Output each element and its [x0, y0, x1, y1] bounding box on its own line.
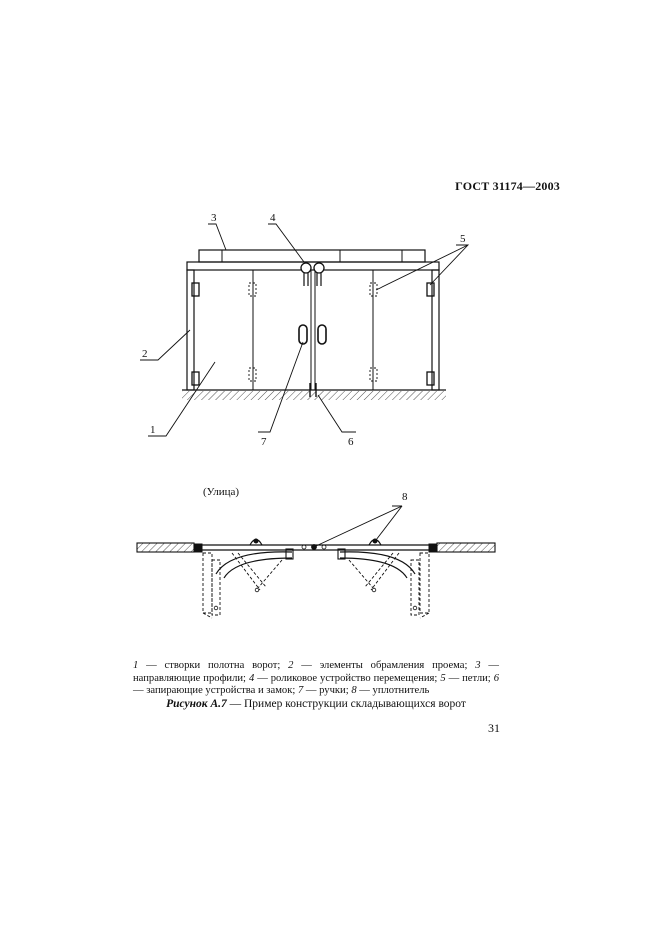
document-header: ГОСТ 31174—2003: [455, 179, 560, 193]
street-label: (Улица): [203, 486, 240, 498]
legend-text-6: — запирающие устройства и замок;: [133, 685, 298, 697]
legend-text-8: — уплотнитель: [356, 685, 430, 697]
handle: [298, 324, 308, 345]
legend-num-4: 4: [248, 672, 255, 684]
legend-text-5: — петли;: [445, 672, 494, 684]
callout-6: 6: [348, 436, 354, 448]
callout-5: 5: [460, 233, 466, 245]
legend-text-3: — направляющие профили;: [133, 660, 499, 684]
callout-8: 8: [402, 491, 408, 503]
wall-right: [436, 542, 496, 553]
figure-caption: Рисунок А.7 — Пример конструкции складыв…: [130, 698, 502, 710]
callout-4: 4: [270, 212, 276, 224]
legend-num-3: 3: [475, 660, 481, 671]
guide-profile: [198, 249, 426, 263]
ground-hatching: [182, 391, 446, 400]
hinge: [426, 282, 435, 297]
legend-text-1: — створки полотна ворот;: [138, 660, 289, 671]
roller: [313, 262, 325, 274]
frame-beam: [186, 261, 440, 271]
legend-num-2: 2: [288, 660, 294, 671]
legend-num-5: 5: [440, 672, 446, 684]
hinge: [426, 371, 435, 386]
handle: [317, 324, 327, 345]
figure-legend: 1 — створки полотна ворот; 2 — элементы …: [133, 660, 499, 698]
callout-numbers: 3 4 5 2 1 7 6 8: [142, 212, 466, 503]
roller: [300, 262, 312, 274]
legend-num-6: 6: [493, 672, 499, 684]
legend-text-4: — роликовое устройство перемещения;: [254, 672, 441, 684]
legend-num-1: 1: [133, 660, 139, 671]
legend-num-8: 8: [351, 685, 357, 697]
hinge: [191, 282, 200, 297]
seal: [193, 543, 203, 553]
callout-3: 3: [211, 212, 217, 224]
page-number: 31: [488, 721, 500, 735]
gate-elevation: [182, 249, 446, 400]
legend-num-7: 7: [297, 685, 304, 697]
callout-2: 2: [142, 348, 148, 360]
legend-text-2: — элементы обрамления проема;: [293, 660, 476, 671]
wall-left: [136, 542, 195, 553]
legend-text-7: — ручки;: [303, 685, 352, 697]
callout-1: 1: [150, 424, 156, 436]
gate-plan-view: [136, 505, 496, 619]
hinge: [191, 371, 200, 386]
callout-7: 7: [261, 436, 267, 448]
caption-label: Рисунок А.7: [166, 698, 227, 710]
seal: [428, 543, 438, 553]
caption-text: — Пример конструкции складывающихся воро…: [226, 698, 466, 710]
